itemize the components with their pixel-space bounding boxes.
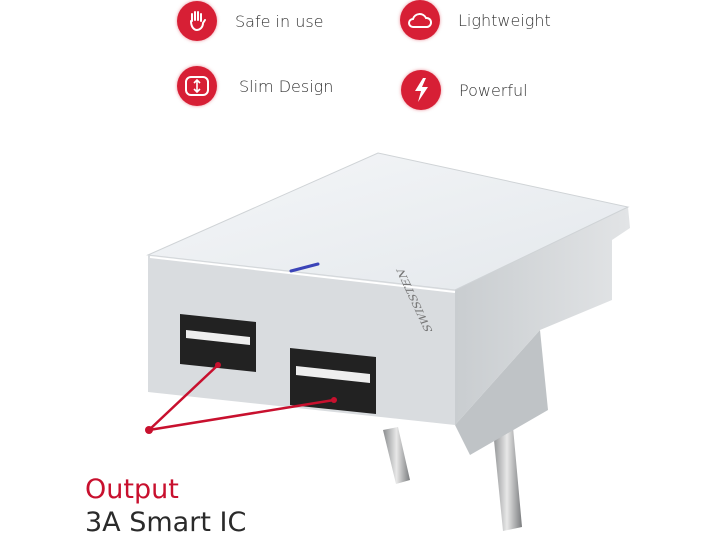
led-indicator — [289, 262, 320, 273]
plug-pin-right — [492, 416, 522, 531]
hand-icon — [177, 1, 217, 41]
feature-slim-design: Slim Design — [177, 66, 333, 106]
feature-label: Lightweight — [458, 10, 551, 30]
output-pointer — [148, 364, 335, 432]
feature-lightweight: Lightweight — [400, 0, 551, 40]
feature-safe-in-use: Safe in use — [177, 1, 324, 41]
usb-port-right — [290, 348, 376, 414]
charger-side — [455, 207, 630, 425]
slim-arrows-icon — [177, 66, 217, 106]
caption-title: Output — [85, 474, 179, 505]
lightning-icon — [401, 70, 441, 110]
feature-label: Powerful — [459, 80, 528, 100]
usb-port-left — [180, 314, 256, 372]
feature-label: Slim Design — [239, 76, 334, 96]
plug-pin-left — [383, 427, 410, 484]
cloud-icon — [400, 0, 440, 40]
plug-base — [455, 330, 548, 455]
charger-front — [148, 255, 455, 425]
feature-powerful: Powerful — [401, 70, 528, 110]
feature-label: Safe in use — [235, 11, 324, 31]
caption-spec: 3A Smart IC — [85, 507, 247, 538]
